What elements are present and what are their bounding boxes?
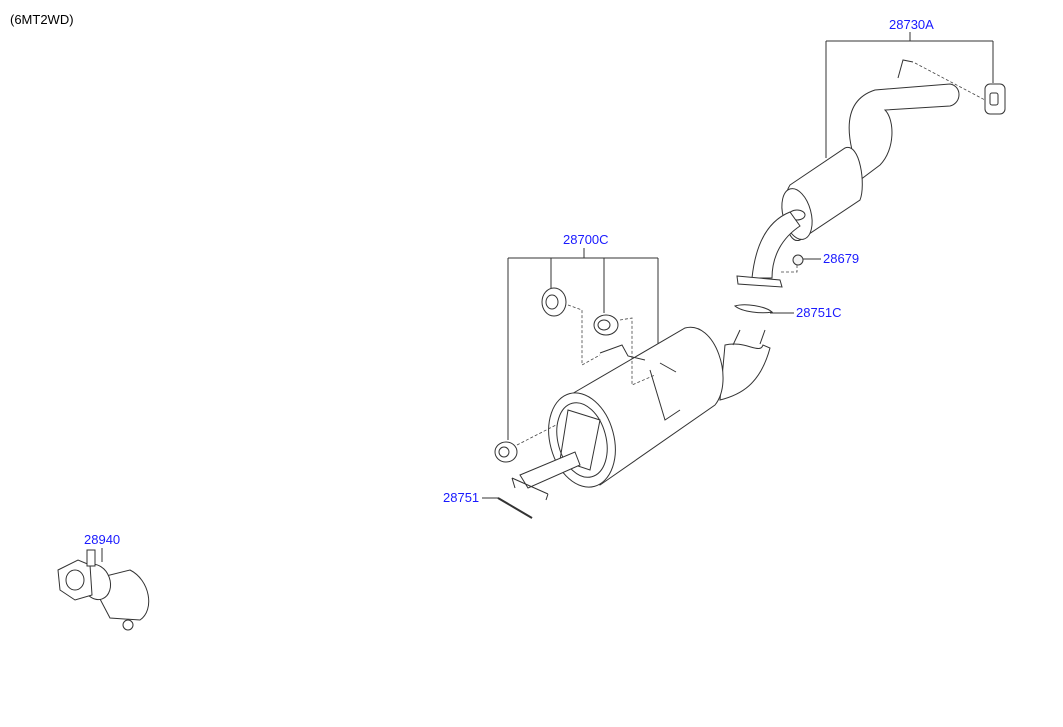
part-label-28751[interactable]: 28751 <box>443 490 480 505</box>
part-label-28679[interactable]: 28679 <box>823 251 860 266</box>
part-label-28751C[interactable]: 28751C <box>796 305 842 320</box>
part-label-28940[interactable]: 28940 <box>84 532 121 547</box>
hanger-rubber-icon <box>494 287 619 463</box>
leader-28751 <box>482 497 533 519</box>
nut-28679-part[interactable] <box>780 254 804 273</box>
hanger-rubber-icon <box>984 83 1006 115</box>
part-label-28700C[interactable]: 28700C <box>563 232 609 247</box>
center-muffler-part[interactable] <box>494 287 771 501</box>
rear-muffler-part[interactable] <box>736 59 1006 288</box>
leader-28700C <box>507 248 659 440</box>
catalytic-converter-part[interactable] <box>57 549 150 631</box>
variant-label: (6MT2WD) <box>10 12 74 27</box>
gasket-28751-part[interactable] <box>497 497 533 519</box>
leader-28730A <box>825 32 994 158</box>
part-label-28730A[interactable]: 28730A <box>889 17 934 32</box>
gasket-28751C-part[interactable] <box>733 304 774 314</box>
